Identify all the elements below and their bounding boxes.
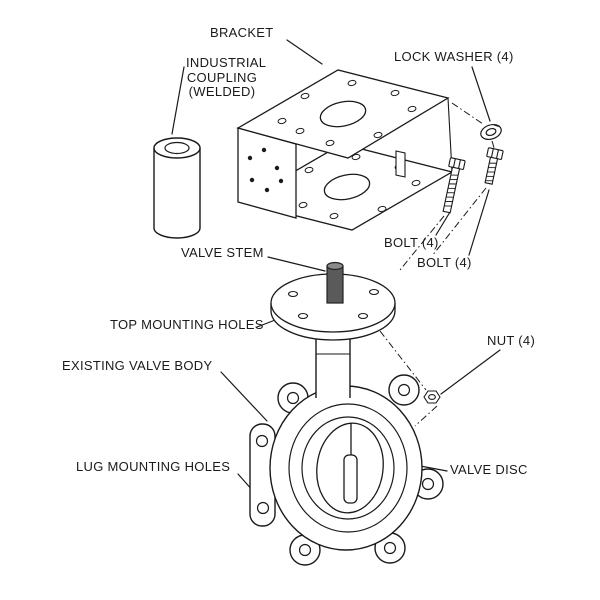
bolt-short-drawing — [484, 147, 504, 185]
bracket-drawing — [236, 69, 454, 231]
label-bolt-side: BOLT (4) — [417, 255, 472, 270]
label-top-mounting-holes: TOP MOUNTING HOLES — [110, 317, 264, 332]
valve-stem-drawing — [326, 261, 344, 304]
label-industrial-coupling: INDUSTRIAL COUPLING (WELDED) — [186, 55, 267, 100]
label-existing-valve-body: EXISTING VALVE BODY — [62, 358, 213, 373]
label-lug-mounting-holes: LUG MOUNTING HOLES — [76, 459, 231, 474]
bracket-top-holes — [277, 79, 417, 147]
bracket-side-holes — [247, 147, 284, 193]
industrial-coupling-drawing — [153, 137, 201, 239]
label-nut: NUT (4) — [487, 333, 536, 348]
assembly-dash-lines — [379, 102, 496, 427]
label-valve-disc: VALVE DISC — [450, 462, 528, 477]
valve-disc-drawing — [316, 422, 384, 514]
label-valve-stem: VALVE STEM — [181, 245, 264, 260]
top-mounting-holes — [287, 288, 380, 320]
lock-washer-drawing — [480, 123, 502, 141]
label-bracket: BRACKET — [210, 25, 274, 40]
bolt-drawing — [442, 157, 466, 214]
lug-mounting-holes — [255, 383, 435, 557]
valve-neck — [316, 336, 350, 398]
label-lock-washer: LOCK WASHER (4) — [394, 49, 514, 64]
nut-drawing — [423, 390, 441, 404]
label-bolt-top: BOLT (4) — [384, 235, 439, 250]
